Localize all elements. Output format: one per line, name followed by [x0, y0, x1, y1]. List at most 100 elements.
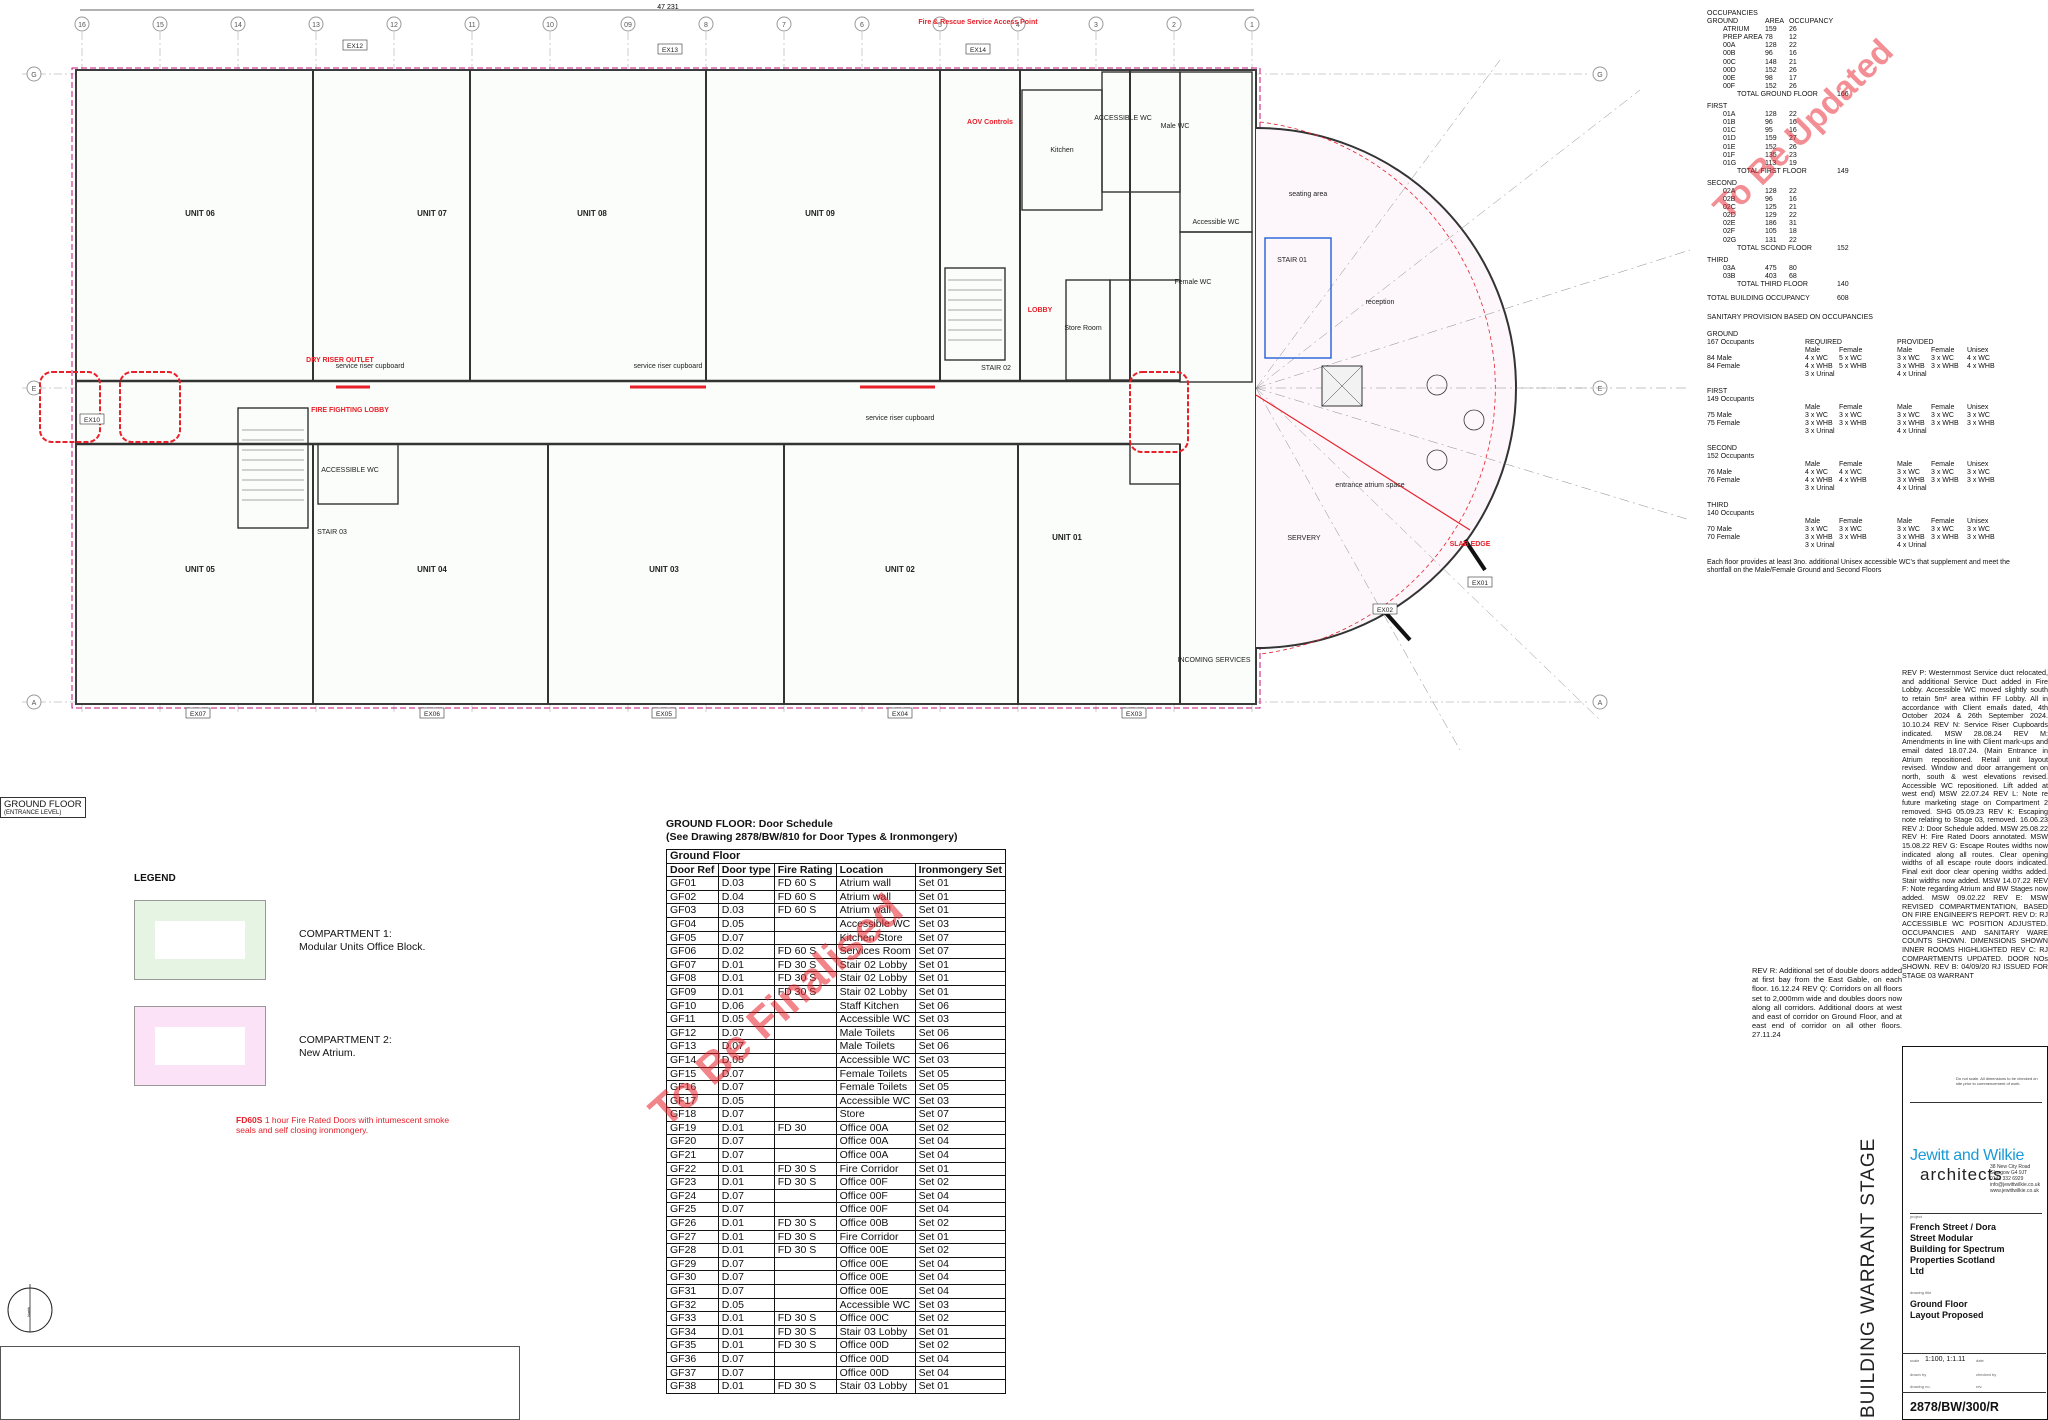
cell-fire-rating	[773, 1080, 837, 1095]
cell-fire-rating	[773, 1039, 837, 1054]
sanitary-note: Each floor provides at least 3no. additi…	[1707, 559, 2010, 574]
cell-fire-rating: FD 30	[773, 1120, 837, 1136]
sanitary-title: SANITARY PROVISION BASED ON OCCUPANCIES	[1707, 314, 1873, 321]
exit-tag	[651, 707, 677, 719]
occupancy-total-label: TOTAL SCOND FLOOR	[1737, 244, 1812, 252]
sanitary-cell: 4 x WHB	[1805, 477, 1833, 484]
compartment-1-swatch	[134, 900, 266, 980]
cell-location: Office 00B	[835, 1216, 916, 1231]
occupancy-cell: 02C	[1723, 204, 1736, 212]
sanitary-col-header: Male	[1897, 518, 1913, 525]
occupancy-cell: 01G	[1723, 159, 1737, 167]
occupancy-cell: 26	[1789, 143, 1797, 151]
grid-label: 15	[156, 22, 164, 29]
blank-panel	[0, 1346, 520, 1420]
grid-label: 14	[234, 22, 242, 29]
cell-door-ref: GF13	[666, 1039, 719, 1054]
unit-08: UNIT 08	[577, 209, 607, 218]
sanitary-cell: 3 x WC	[1805, 526, 1828, 533]
cell-door-ref: GF01	[666, 876, 719, 891]
occupancy-total-value: 152	[1837, 244, 1849, 252]
sanitary-cell: 76 Female	[1707, 477, 1741, 484]
cell-door-ref: GF11	[666, 1012, 719, 1027]
cell-door-ref: GF35	[666, 1338, 719, 1353]
cell-door-type: D.03	[717, 903, 775, 918]
cell-ironmongery: Set 07	[914, 1107, 1007, 1122]
cell-ironmongery: Set 01	[914, 1161, 1007, 1177]
occupancy-cell: 16	[1789, 127, 1797, 135]
cell-door-type: D.01	[717, 1229, 775, 1245]
sanitary-cell: 3 x Urinal	[1805, 428, 1835, 435]
cell-door-type: D.01	[717, 1324, 775, 1340]
room-accessible-wc3: ACCESSIBLE WC	[321, 467, 379, 474]
sanitary-cell	[1931, 371, 1967, 379]
occupancy-cell: 01B	[1723, 119, 1736, 127]
cell-ironmongery: Set 04	[914, 1148, 1007, 1163]
sanitary-cell: 3 x WC	[1967, 526, 1990, 533]
cell-location: Office 00A	[835, 1134, 916, 1150]
occupancy-cell: 152	[1765, 82, 1777, 90]
cell-location: Services Room	[835, 944, 916, 959]
cell-fire-rating: FD 30 S	[773, 1216, 837, 1231]
cell-door-ref: GF36	[666, 1351, 719, 1367]
occupancy-cell: 26	[1789, 26, 1797, 34]
exit-tag	[1121, 707, 1147, 719]
sanitary-cell: 3 x WHB	[1805, 420, 1833, 427]
occupancy-cell: 00F	[1723, 82, 1736, 90]
grid-bubble	[308, 16, 324, 32]
cell-location: Office 00F	[835, 1188, 916, 1204]
sanitary-cell: 4 x Urinal	[1897, 428, 1927, 435]
cell-ironmongery: Set 01	[914, 957, 1007, 973]
number-label: drawing no.	[1910, 1384, 1931, 1389]
grid-bubble	[152, 16, 168, 32]
sanitary-col-header: Male	[1805, 347, 1821, 354]
sanitary-cell: 70 Male	[1707, 526, 1732, 533]
cell-ironmongery: Set 04	[914, 1256, 1007, 1272]
legend-item-2: COMPARTMENT 2: New Atrium.	[134, 1006, 392, 1086]
grid-bubble	[386, 16, 402, 32]
compartment-2-swatch	[134, 1006, 266, 1086]
room-reception: reception	[1366, 299, 1395, 306]
scale-label: scale	[1910, 1358, 1920, 1363]
occupancy-cell: PREP AREA	[1723, 34, 1763, 42]
logo-line-2: architects	[1920, 1165, 2003, 1184]
sanitary-col-header: Male	[1805, 404, 1821, 411]
occupancy-cell: 02A	[1723, 187, 1736, 195]
scale-value: 1:100, 1:1.11	[1925, 1356, 1966, 1363]
sanitary-col-header: Male	[1897, 404, 1913, 411]
occupancy-cell: 18	[1789, 228, 1797, 236]
cell-ironmongery: Set 04	[914, 1134, 1007, 1150]
sanitary-cell: 3 x WC	[1931, 412, 1954, 419]
cell-door-ref: GF17	[666, 1093, 719, 1109]
vertical-stage-label: BUILDING WARRANT STAGE	[1858, 1137, 1879, 1418]
sanitary-cell: 75 Male	[1707, 412, 1732, 419]
cell-ironmongery: Set 01	[914, 1379, 1007, 1394]
cell-ironmongery: Set 06	[914, 1025, 1007, 1041]
cell-door-ref: GF05	[666, 930, 719, 946]
cell-door-type: D.01	[717, 1311, 775, 1326]
sanitary-cell: 3 x WHB	[1931, 363, 1959, 370]
copyright-note: Do not scale. All dimensions to be check…	[1956, 1076, 2038, 1086]
cell-fire-rating	[773, 1202, 837, 1218]
room-lobby: LOBBY	[1028, 307, 1053, 314]
cell-ironmongery: Set 02	[914, 1311, 1007, 1326]
sanitary-cell	[1707, 542, 1805, 550]
occupancy-cell: 129	[1765, 212, 1777, 220]
occupancy-floor-title: FIRST	[1707, 103, 1728, 111]
occupancy-cell: 148	[1765, 58, 1777, 66]
cell-location: Office 00F	[835, 1175, 916, 1190]
sanitary-cell: 3 x WHB	[1967, 477, 1995, 484]
room-riser-3: service riser cupboard	[866, 415, 935, 422]
